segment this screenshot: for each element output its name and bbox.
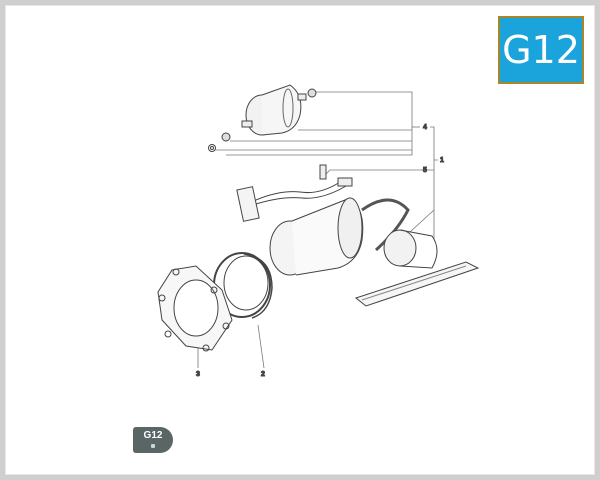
callout-2: 2 (261, 371, 265, 378)
mounting-flange (157, 265, 233, 352)
connector-harness (236, 164, 353, 222)
section-badge: G12 (498, 16, 584, 84)
fuel-pump-module (269, 197, 480, 307)
callout-4: 4 (423, 124, 427, 131)
section-badge-label: G12 (502, 28, 580, 72)
callout-5: 5 (423, 167, 427, 174)
section-tag-label: G12 (143, 430, 163, 441)
callout-1: 1 (440, 157, 444, 164)
tag-dot-icon (151, 444, 155, 448)
section-tag: G12 (133, 427, 173, 453)
fuel-filter (208, 84, 317, 152)
leader-lines (197, 91, 438, 369)
callout-3: 3 (196, 371, 200, 378)
